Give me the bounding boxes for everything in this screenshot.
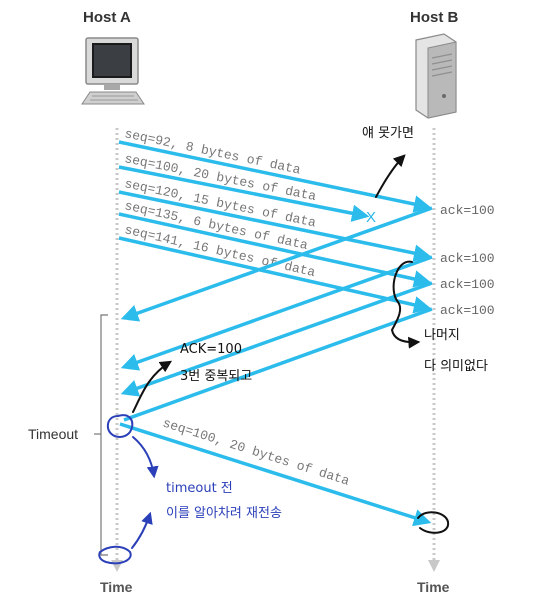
- timeout-note-arrow: [132, 436, 159, 479]
- ack-label-3: ack=100: [440, 277, 495, 292]
- handwritten-blue-ink: [98, 414, 159, 565]
- host-a-time-label: Time: [100, 579, 133, 595]
- retransmit-arrow: [119, 422, 432, 527]
- host-a-label: Host A: [83, 9, 131, 26]
- segment-arrow-3: [118, 190, 432, 262]
- dup-ack-arrow: [132, 360, 173, 413]
- rest-note-line-2: 다 의미없다: [424, 359, 488, 374]
- host-b-label: Host B: [410, 9, 459, 26]
- host-b-time-label: Time: [417, 579, 450, 595]
- ack-label-1: ack=100: [440, 203, 495, 218]
- handwritten-black-ink: [132, 154, 450, 534]
- timeout-label: Timeout: [28, 426, 78, 442]
- host-b-time-arrow-icon: [428, 560, 440, 572]
- server-tower-icon: [415, 33, 457, 119]
- timeout-bracket: [100, 314, 108, 556]
- fast-retransmit-circle: [106, 414, 134, 438]
- rest-note-line-1: 나머지: [424, 328, 460, 343]
- ack-arrow-3: [120, 281, 433, 397]
- rest-note-brace: [390, 260, 421, 349]
- desktop-computer-icon: [81, 37, 145, 105]
- ack-arrow-4: [123, 307, 433, 422]
- segment-arrow-4: [118, 212, 432, 288]
- timeout-end-arrow: [131, 511, 153, 549]
- lost-note: 얘 못가면: [362, 126, 414, 141]
- retransmit-arrival-circle: [417, 511, 450, 534]
- ack-arrow-2: [120, 255, 433, 371]
- segment-arrow-5: [118, 236, 432, 314]
- timeout-note-line-1: timeout 전: [166, 481, 233, 496]
- ack-arrow-1: [120, 206, 433, 322]
- ack-arrows: [120, 206, 433, 422]
- lost-segment-marker: X: [366, 209, 376, 226]
- timeout-end-circle: [98, 545, 132, 565]
- segment-arrow-2-lost: [118, 165, 370, 222]
- lost-note-arrow: [375, 154, 406, 198]
- dup-ack-note-line-1: ACK=100: [180, 342, 242, 357]
- segment-arrows: [118, 140, 432, 314]
- ack-label-2: ack=100: [440, 251, 495, 266]
- ack-label-4: ack=100: [440, 303, 495, 318]
- dup-ack-note-line-2: 3번 중복되고: [180, 369, 252, 384]
- timeout-note-line-2: 이를 알아차려 재전송: [166, 506, 282, 521]
- retransmit-label: seq=100, 20 bytes of data: [161, 416, 352, 489]
